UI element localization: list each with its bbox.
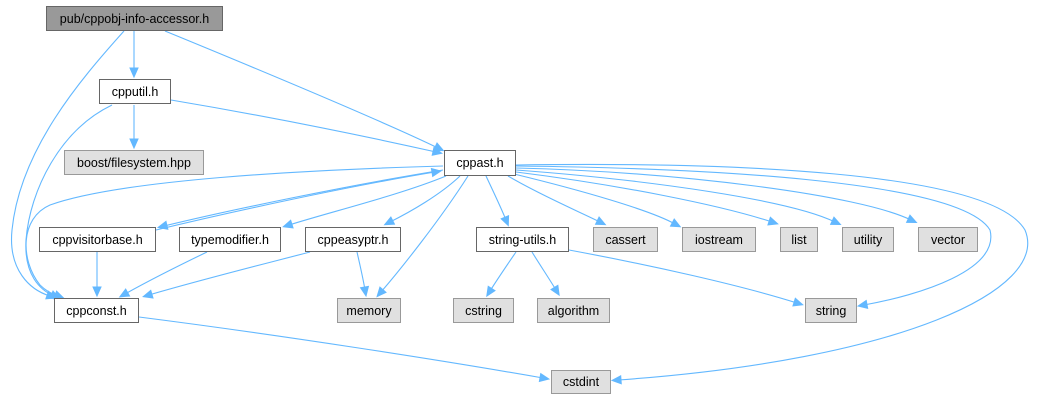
arrowhead-icon (129, 67, 139, 79)
arrowhead-icon (550, 284, 560, 297)
node-cstdint: cstdint (551, 370, 611, 394)
edge-cppconst-to-cstdint (138, 316, 544, 379)
node-cstring: cstring (453, 298, 514, 323)
edge-cppast-to-cppconst (25, 165, 444, 297)
edge-cppast-to-string_utils (485, 175, 507, 221)
edge-cpputil-to-cppconst (25, 104, 113, 297)
edge-cppvisitorbase-to-cppast (155, 171, 436, 231)
node-string-utils[interactable]: string-utils.h (476, 227, 569, 252)
edge-typemodifier-to-cppconst (124, 251, 208, 295)
edge-cppast-to-memory (380, 175, 469, 293)
edge-string_utils-to-algorithm (531, 251, 557, 291)
node-cppvisitorbase[interactable]: cppvisitorbase.h (39, 227, 156, 252)
edge-cppast-to-cppvisitorbase (163, 169, 444, 227)
edge-cppeasyptr-to-cppconst (148, 251, 311, 296)
arrowhead-icon (829, 216, 842, 226)
arrowhead-icon (856, 299, 869, 310)
arrowhead-icon (792, 297, 804, 307)
node-typemodifier[interactable]: typemodifier.h (179, 227, 281, 252)
arrowhead-icon (594, 216, 607, 226)
node-vector: vector (918, 227, 978, 252)
edge-string_utils-to-cstring (489, 251, 517, 292)
edge-cppast-to-vector (515, 167, 912, 221)
edge-root-to-cppconst (11, 30, 125, 297)
arrowhead-icon (486, 285, 496, 298)
node-algorithm: algorithm (537, 298, 610, 323)
edge-cppast-to-cstdint (515, 163, 1029, 381)
arrowhead-icon (669, 218, 682, 228)
arrowhead-icon (767, 216, 779, 226)
arrowhead-icon (383, 216, 396, 226)
edge-root-to-cppast (164, 30, 439, 149)
node-cppeasyptr[interactable]: cppeasyptr.h (305, 227, 401, 252)
edge-string_utils-to-string (568, 249, 798, 304)
edge-cppeasyptr-to-memory (356, 251, 366, 291)
arrowhead-icon (905, 214, 918, 224)
arrowhead-icon (129, 138, 139, 150)
arrowhead-icon (359, 285, 370, 298)
arrowhead-icon (142, 289, 154, 299)
arrowhead-icon (92, 286, 102, 298)
node-string: string (805, 298, 857, 323)
node-memory: memory (337, 298, 401, 323)
node-cppast[interactable]: cppast.h (444, 150, 516, 176)
arrowhead-icon (118, 288, 131, 298)
node-cassert: cassert (593, 227, 658, 252)
edge-cppast-to-list (515, 171, 773, 223)
node-list: list (780, 227, 818, 252)
arrowhead-icon (282, 219, 294, 229)
arrowhead-icon (431, 146, 444, 156)
node-root-file: pub/cppobj-info-accessor.h (46, 6, 223, 31)
edge-cpputil-to-cppast (170, 99, 437, 153)
edge-cppast-to-cppeasyptr (389, 175, 461, 223)
arrowhead-icon (610, 374, 622, 385)
arrowhead-icon (538, 372, 551, 383)
node-iostream: iostream (682, 227, 756, 252)
node-cppconst[interactable]: cppconst.h (54, 298, 139, 323)
edge-cppast-to-utility (515, 169, 836, 223)
edge-cppast-to-cassert (507, 175, 601, 223)
node-cpputil[interactable]: cpputil.h (99, 79, 171, 104)
edge-cppast-to-typemodifier (288, 175, 447, 226)
edge-cppast-to-iostream (513, 173, 676, 225)
arrowhead-icon (500, 214, 510, 227)
node-boost-filesystem: boost/filesystem.hpp (64, 150, 204, 175)
edge-cppast-to-string (515, 165, 992, 306)
node-utility: utility (842, 227, 894, 252)
arrowhead-icon (376, 286, 387, 298)
arrowhead-icon (430, 167, 443, 178)
